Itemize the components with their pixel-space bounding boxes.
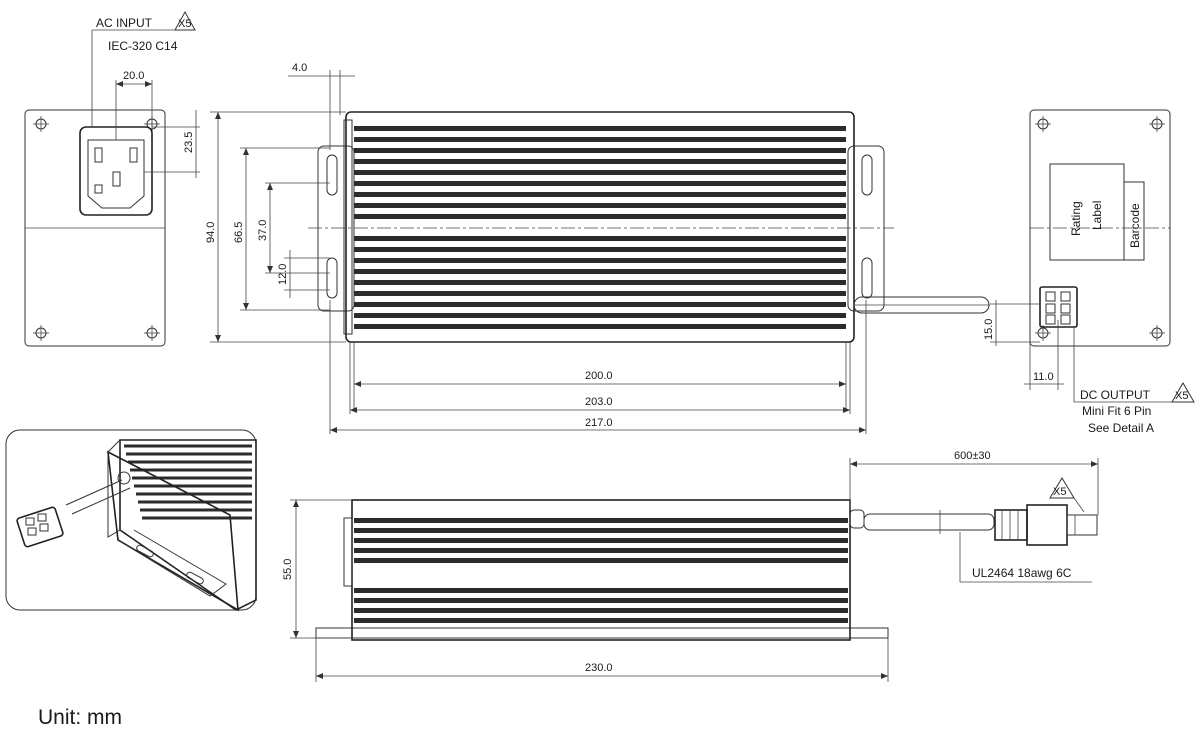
heatsink-fins	[354, 126, 846, 329]
dim-length-203: 203.0	[585, 396, 613, 408]
fin-stripe	[354, 588, 848, 593]
cable-length: 600±30	[954, 450, 991, 462]
fin-stripe	[354, 181, 846, 186]
fin-stripe	[354, 236, 846, 241]
fin-stripe	[354, 528, 848, 533]
dim-total-height: 94.0	[205, 222, 217, 243]
dim-length-200: 200.0	[585, 370, 613, 382]
dc-connector-type: Mini Fit 6 Pin	[1082, 404, 1151, 418]
fin-stripe	[354, 247, 846, 252]
dc-output-qty: X5	[1175, 390, 1188, 402]
fin-stripe	[354, 538, 848, 543]
fin-stripe	[354, 192, 846, 197]
side-view	[290, 458, 1099, 682]
fin-stripe	[354, 558, 848, 563]
fin-stripe	[354, 548, 848, 553]
side-fins	[354, 518, 848, 623]
units-label: Unit: mm	[38, 706, 122, 729]
iso-fins	[124, 444, 252, 520]
ac-input-qty: X5	[178, 18, 191, 30]
fin-stripe	[354, 159, 846, 164]
rating-label-box	[1049, 163, 1125, 261]
dim-flange: 4.0	[292, 62, 307, 74]
fin-stripe	[354, 280, 846, 285]
fin-stripe	[354, 608, 848, 613]
isometric-detail	[5, 429, 257, 612]
fin-stripe	[354, 258, 846, 263]
fin-stripe	[354, 137, 846, 142]
fin-stripe	[354, 302, 846, 307]
dc-screw-holes	[1035, 116, 1165, 341]
dc-end-view	[990, 109, 1195, 403]
iec-inlet	[79, 126, 153, 216]
fin-stripe	[354, 126, 846, 131]
dc-qty-triangle	[1171, 382, 1195, 403]
dim-length-217: 217.0	[585, 417, 613, 429]
dim-side-height: 55.0	[282, 559, 294, 580]
dim-slot-pitch: 37.0	[257, 220, 269, 241]
ac-input-title: AC INPUT	[96, 16, 153, 30]
cable-qty-triangle	[1049, 477, 1075, 499]
cable-spec: UL2464 18awg 6C	[972, 566, 1072, 580]
side-connector	[994, 504, 1098, 546]
dc-detail-ref: See Detail A	[1088, 421, 1154, 435]
rating-label-line2: Label	[1090, 201, 1104, 230]
fin-stripe	[354, 598, 848, 603]
ac-qty-triangle	[174, 10, 196, 31]
fin-stripe	[354, 170, 846, 175]
fin-stripe	[354, 148, 846, 153]
fin-stripe	[354, 518, 848, 523]
fin-stripe	[354, 269, 846, 274]
dim-inlet-offset: 23.5	[183, 132, 195, 153]
rating-label-line1: Rating	[1069, 201, 1083, 236]
fin-stripe	[354, 291, 846, 296]
mini-fit-connector	[1039, 286, 1078, 328]
fin-stripe	[354, 203, 846, 208]
dim-slot-outer: 66.5	[233, 222, 245, 243]
dc-output-title: DC OUTPUT	[1080, 388, 1151, 402]
dim-inlet-width: 20.0	[123, 70, 144, 82]
dim-length-230: 230.0	[585, 662, 613, 674]
barcode-box	[1123, 181, 1145, 261]
fin-stripe	[354, 324, 846, 329]
dim-dc-height: 15.0	[983, 319, 995, 340]
barcode-text: Barcode	[1128, 203, 1142, 248]
fin-stripe	[354, 313, 846, 318]
fin-stripe	[354, 618, 848, 623]
top-view	[210, 70, 990, 434]
dim-dc-offset: 11.0	[1033, 371, 1054, 383]
cable-qty: X5	[1053, 486, 1066, 498]
screw-holes	[33, 116, 160, 341]
ac-end-view	[24, 10, 200, 347]
ac-connector-type: IEC-320 C14	[108, 39, 178, 53]
fin-stripe	[354, 214, 846, 219]
dim-slot-offset: 12.0	[277, 264, 289, 285]
